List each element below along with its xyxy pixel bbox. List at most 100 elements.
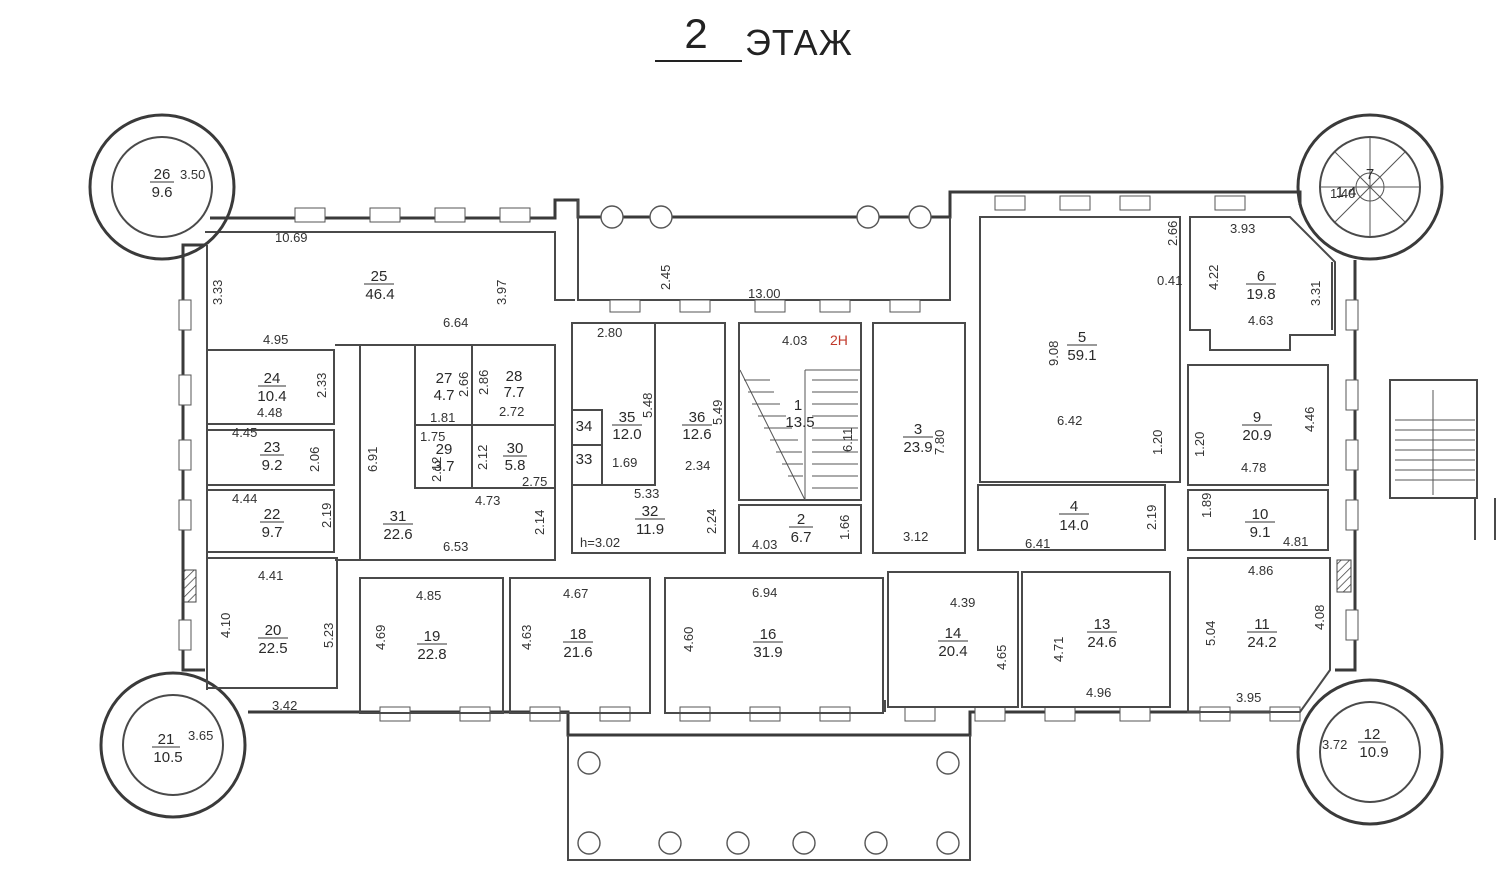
svg-text:3.72: 3.72 [1322, 737, 1347, 752]
svg-text:1.40: 1.40 [1330, 186, 1355, 201]
room-3: 323.9 [903, 421, 933, 456]
svg-text:5.04: 5.04 [1203, 621, 1218, 646]
svg-text:3.12: 3.12 [903, 529, 928, 544]
interior-walls [206, 216, 1496, 714]
svg-text:9.6: 9.6 [152, 184, 173, 201]
svg-text:14: 14 [945, 625, 962, 642]
svg-text:2.80: 2.80 [597, 325, 622, 340]
svg-text:1.81: 1.81 [430, 410, 455, 425]
room-7: 71.4 [1336, 166, 1375, 201]
svg-text:13: 13 [1094, 616, 1111, 633]
svg-text:22.8: 22.8 [417, 646, 446, 663]
svg-text:2.33: 2.33 [314, 373, 329, 398]
svg-text:1.20: 1.20 [1150, 430, 1165, 455]
svg-text:3.93: 3.93 [1230, 221, 1255, 236]
svg-text:9: 9 [1253, 409, 1261, 426]
room-22: 229.7 [260, 506, 284, 541]
svg-text:10.4: 10.4 [257, 388, 286, 405]
svg-text:3: 3 [914, 421, 922, 438]
svg-text:2.24: 2.24 [704, 509, 719, 534]
room-4: 414.0 [1059, 498, 1089, 534]
svg-text:20.9: 20.9 [1242, 427, 1271, 444]
svg-text:h=3.02: h=3.02 [580, 535, 620, 550]
svg-text:18: 18 [570, 626, 587, 643]
svg-text:4.46: 4.46 [1302, 407, 1317, 432]
svg-text:5.23: 5.23 [321, 623, 336, 648]
svg-text:34: 34 [576, 418, 593, 435]
room-2: 26.7 [789, 511, 813, 546]
svg-text:4.81: 4.81 [1283, 534, 1308, 549]
svg-text:4.95: 4.95 [263, 332, 288, 347]
svg-text:2.19: 2.19 [319, 503, 334, 528]
room-5: 559.1 [1067, 329, 1097, 364]
room-27: 274.7 [434, 370, 455, 404]
svg-text:3.31: 3.31 [1308, 281, 1323, 306]
svg-text:5.48: 5.48 [640, 393, 655, 418]
svg-text:31: 31 [390, 508, 407, 525]
svg-text:5.49: 5.49 [710, 400, 725, 425]
svg-text:9.08: 9.08 [1046, 341, 1061, 366]
room-6: 619.8 [1246, 268, 1276, 303]
svg-text:2.45: 2.45 [658, 265, 673, 290]
svg-text:2: 2 [797, 511, 805, 528]
svg-text:16: 16 [760, 626, 777, 643]
svg-text:6.94: 6.94 [752, 585, 777, 600]
svg-text:4: 4 [1070, 498, 1078, 515]
svg-text:14.0: 14.0 [1059, 517, 1088, 534]
svg-text:10.9: 10.9 [1359, 744, 1388, 761]
room-30: 305.8 [503, 440, 527, 474]
svg-text:12.0: 12.0 [612, 426, 641, 443]
svg-text:5.8: 5.8 [505, 457, 526, 474]
svg-text:4.78: 4.78 [1241, 460, 1266, 475]
svg-text:3.65: 3.65 [188, 728, 213, 743]
svg-text:27: 27 [436, 370, 453, 387]
svg-text:2.14: 2.14 [532, 510, 547, 535]
room-34: 34 [576, 418, 593, 435]
svg-text:2.34: 2.34 [685, 458, 710, 473]
svg-text:23.9: 23.9 [903, 439, 932, 456]
svg-text:6: 6 [1257, 268, 1265, 285]
flat-marker: 2Н [830, 332, 848, 348]
svg-text:1.75: 1.75 [420, 429, 445, 444]
ceiling-height: h=3.02 [580, 535, 620, 550]
svg-text:35: 35 [619, 409, 636, 426]
svg-text:20.4: 20.4 [938, 643, 967, 660]
room-9: 920.9 [1242, 409, 1272, 444]
svg-text:10: 10 [1252, 506, 1269, 523]
room-28: 287.7 [504, 368, 525, 401]
svg-text:3.7: 3.7 [434, 458, 455, 475]
svg-text:46.4: 46.4 [365, 286, 394, 303]
svg-text:4.10: 4.10 [218, 613, 233, 638]
svg-text:19.8: 19.8 [1246, 286, 1275, 303]
svg-text:1.20: 1.20 [1192, 432, 1207, 457]
svg-text:4.08: 4.08 [1312, 605, 1327, 630]
svg-text:22.6: 22.6 [383, 526, 412, 543]
floor-number: 2 [684, 10, 707, 57]
svg-text:11.9: 11.9 [636, 521, 664, 538]
svg-text:24: 24 [264, 370, 281, 387]
svg-text:7: 7 [1366, 166, 1374, 183]
svg-text:13.00: 13.00 [748, 286, 781, 301]
svg-text:4.63: 4.63 [1248, 313, 1273, 328]
tower-nw [88, 113, 236, 261]
svg-text:4.60: 4.60 [681, 627, 696, 652]
svg-text:4.73: 4.73 [475, 493, 500, 508]
room-26: 269.6 [150, 166, 174, 201]
svg-text:29: 29 [436, 441, 453, 458]
svg-text:3.97: 3.97 [494, 280, 509, 305]
svg-text:2.12: 2.12 [429, 457, 444, 482]
floor-title: 2 ЭТАЖ [655, 10, 852, 63]
svg-text:21: 21 [158, 731, 175, 748]
svg-text:1.66: 1.66 [837, 515, 852, 540]
svg-text:1.89: 1.89 [1199, 493, 1214, 518]
svg-text:13.5: 13.5 [785, 414, 814, 431]
